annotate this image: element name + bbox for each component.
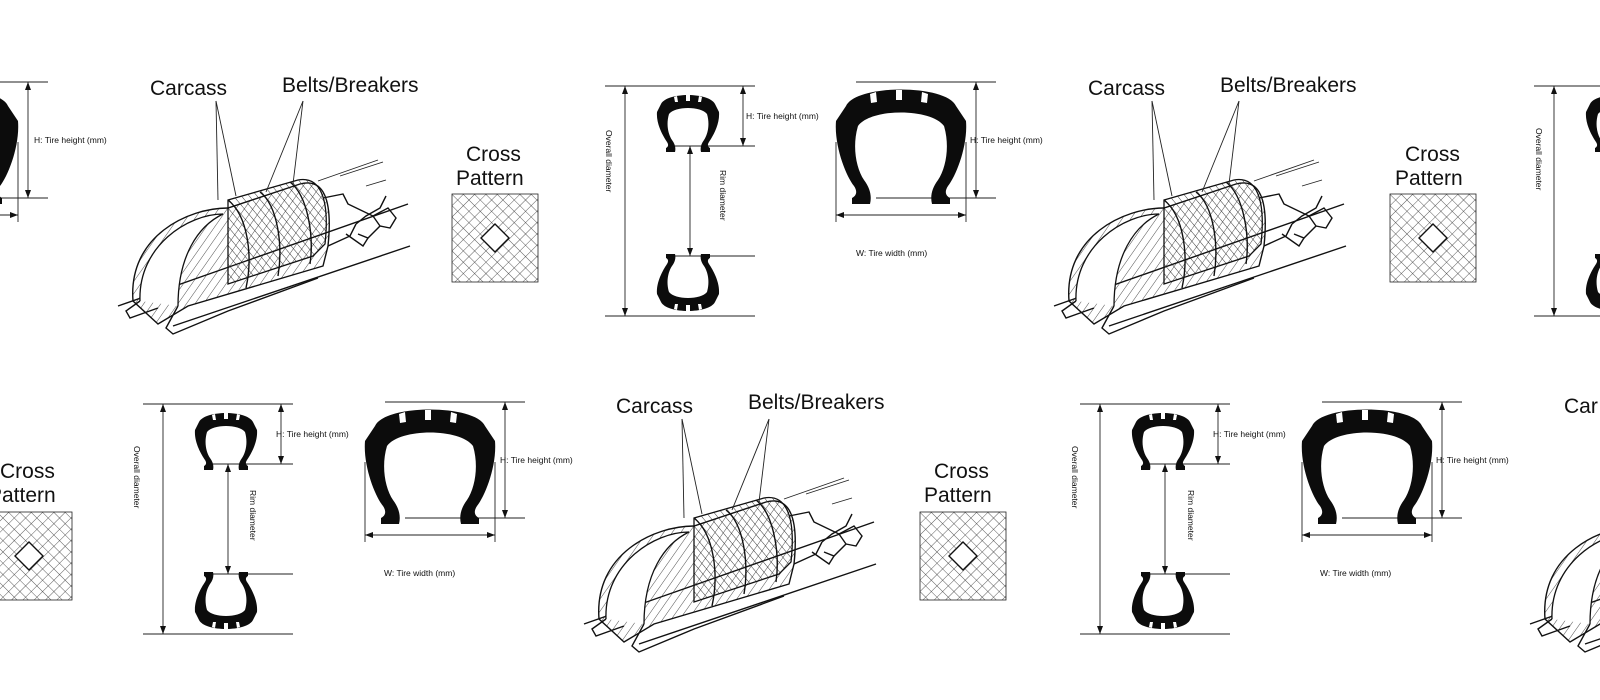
tire-width-label: W: Tire width (mm): [1320, 568, 1391, 578]
pattern-label: Pattern: [1395, 167, 1463, 190]
carcass-belts-figure: [117, 100, 411, 335]
rim-diameter-label: Rim diameter: [1186, 490, 1196, 541]
cross-pattern-swatch-partial: [0, 511, 73, 601]
tire-height-label: H: Tire height (mm): [276, 429, 349, 439]
cross-label: Cross: [466, 143, 521, 166]
overall-diameter-label: Overall diameter: [1534, 128, 1544, 191]
belts-breakers-label: Belts/Breakers: [748, 391, 885, 414]
carcass-label: Carcass: [150, 77, 227, 100]
tire-size-figure: [1302, 402, 1462, 542]
overall-diameter-figure: [143, 404, 293, 634]
pattern-label: Pattern: [924, 484, 992, 507]
carcass-label-partial: Car: [1564, 395, 1598, 418]
overall-diameter-figure: [605, 86, 755, 316]
overall-diameter-figure: [1080, 404, 1230, 634]
rim-diameter-label: Rim diameter: [718, 170, 728, 221]
belts-breakers-label: Belts/Breakers: [282, 74, 419, 97]
rim-diameter-label: Rim diameter: [248, 490, 258, 541]
tire-height-label: H: Tire height (mm): [1436, 455, 1509, 465]
overall-diameter-label: Overall diameter: [1070, 446, 1080, 509]
tire-width-label: W: Tire width (mm): [856, 248, 927, 258]
pattern-label-partial: Pattern: [0, 484, 56, 507]
cross-label: Cross: [934, 460, 989, 483]
overall-diameter-figure-partial-right: [1534, 86, 1600, 316]
belts-breakers-label: Belts/Breakers: [1220, 74, 1357, 97]
carcass-label: Carcass: [616, 395, 693, 418]
carcass-belts-figure: [583, 418, 877, 653]
tire-height-label: H: Tire height (mm): [746, 111, 819, 121]
pattern-label: Pattern: [456, 167, 524, 190]
carcass-belts-figure: [1053, 100, 1347, 335]
overall-diameter-label: Overall diameter: [132, 446, 142, 509]
cross-label: Cross: [0, 460, 55, 483]
carcass-label: Carcass: [1088, 77, 1165, 100]
cross-label: Cross: [1405, 143, 1460, 166]
tire-width-label: W: Tire width (mm): [384, 568, 455, 578]
tire-size-figure: [365, 402, 525, 542]
tire-size-figure-partial-left: [0, 82, 48, 222]
tire-height-label: H: Tire height (mm): [970, 135, 1043, 145]
tire-height-label: H: Tire height (mm): [34, 135, 107, 145]
tire-height-label: H: Tire height (mm): [500, 455, 573, 465]
carcass-belts-figure-partial-right: [1529, 418, 1600, 653]
tire-size-figure: [836, 82, 996, 222]
overall-diameter-label: Overall diameter: [604, 130, 614, 193]
tire-height-label: H: Tire height (mm): [1213, 429, 1286, 439]
cross-pattern-swatch: [451, 193, 539, 283]
cross-pattern-swatch: [1389, 193, 1477, 283]
cross-pattern-swatch: [919, 511, 1007, 601]
